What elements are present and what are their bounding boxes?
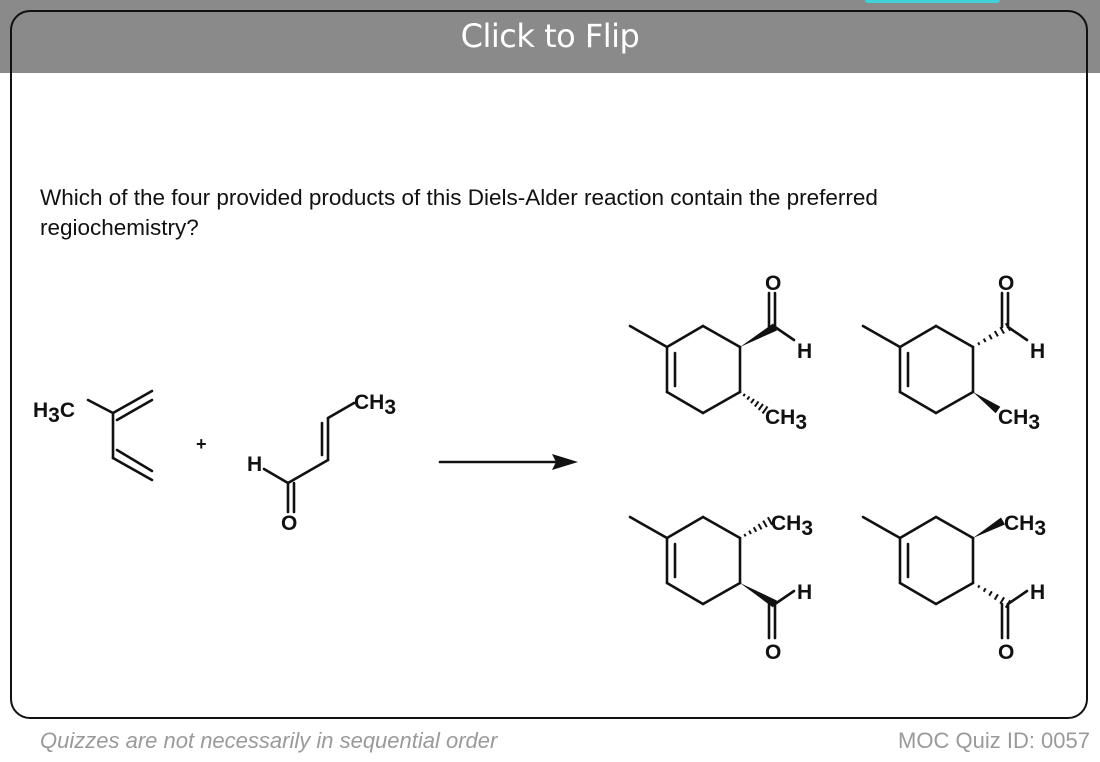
bond bbox=[326, 401, 356, 420]
arrow-head bbox=[552, 454, 578, 470]
bond bbox=[934, 390, 975, 415]
bond bbox=[898, 390, 938, 415]
bond bbox=[115, 398, 154, 422]
aldehyde-h-label: H bbox=[1030, 340, 1045, 363]
wedge-bond bbox=[973, 392, 1001, 414]
methyl-label: CH3 bbox=[765, 406, 807, 434]
bond bbox=[934, 581, 975, 606]
carbonyl-o-label: O bbox=[998, 641, 1014, 664]
carbonyl-o-label: O bbox=[998, 272, 1014, 295]
aldehyde-h-label: H bbox=[247, 453, 262, 476]
hash-bond bbox=[977, 584, 1012, 609]
bond bbox=[861, 324, 902, 349]
bond bbox=[898, 515, 938, 540]
diene-methyl-label: H3C bbox=[33, 399, 75, 427]
aldehyde-h-label: H bbox=[797, 581, 812, 604]
hash-bond bbox=[743, 516, 773, 537]
hash-bond bbox=[742, 393, 769, 415]
bond bbox=[111, 456, 154, 482]
aldehyde-h-label: H bbox=[1030, 581, 1045, 604]
bond bbox=[861, 515, 902, 540]
aldehyde-o-label: O bbox=[281, 512, 297, 535]
bond bbox=[262, 467, 290, 485]
plus-sign: + bbox=[196, 434, 207, 454]
bond bbox=[628, 324, 669, 349]
bond bbox=[701, 390, 742, 415]
aldehyde-h-label: H bbox=[797, 340, 812, 363]
bond bbox=[934, 515, 975, 540]
bond bbox=[1006, 589, 1029, 606]
bond bbox=[665, 515, 705, 540]
sequence-note: Quizzes are not necessarily in sequentia… bbox=[40, 728, 498, 753]
bond bbox=[628, 515, 669, 540]
methyl-label: CH3 bbox=[998, 406, 1040, 434]
bond bbox=[86, 398, 115, 415]
hash-bond bbox=[977, 322, 1012, 346]
wedge-bond bbox=[973, 517, 1005, 538]
flashcard[interactable] bbox=[10, 10, 1088, 719]
methyl-label: CH3 bbox=[771, 512, 813, 540]
bond bbox=[898, 581, 938, 606]
stereo-bonds bbox=[552, 322, 1012, 609]
dienophile-methyl-label: CH3 bbox=[354, 391, 396, 419]
question-text: Which of the four provided products of t… bbox=[40, 185, 878, 240]
methyl-label: CH3 bbox=[1004, 512, 1046, 540]
carbonyl-o-label: O bbox=[765, 272, 781, 295]
bond bbox=[934, 324, 975, 349]
bond bbox=[773, 325, 796, 342]
wedge-bond bbox=[740, 323, 777, 347]
quiz-id: MOC Quiz ID: 0057 bbox=[898, 728, 1090, 753]
bond bbox=[665, 581, 705, 606]
bond bbox=[701, 324, 742, 349]
bonds bbox=[86, 291, 1029, 640]
bond bbox=[665, 390, 705, 415]
bond bbox=[1006, 325, 1029, 342]
bond bbox=[701, 515, 742, 540]
bond bbox=[898, 324, 938, 349]
bond bbox=[773, 589, 796, 606]
accent-tab bbox=[865, 0, 1000, 3]
bond bbox=[665, 324, 705, 349]
bond bbox=[111, 389, 154, 415]
wedge-bond bbox=[740, 583, 778, 608]
carbonyl-o-label: O bbox=[765, 641, 781, 664]
click-to-flip-title[interactable]: Click to Flip bbox=[460, 17, 640, 55]
flip-header[interactable] bbox=[0, 0, 1100, 73]
bond bbox=[286, 458, 330, 485]
bond bbox=[115, 448, 154, 473]
bond bbox=[701, 581, 742, 606]
